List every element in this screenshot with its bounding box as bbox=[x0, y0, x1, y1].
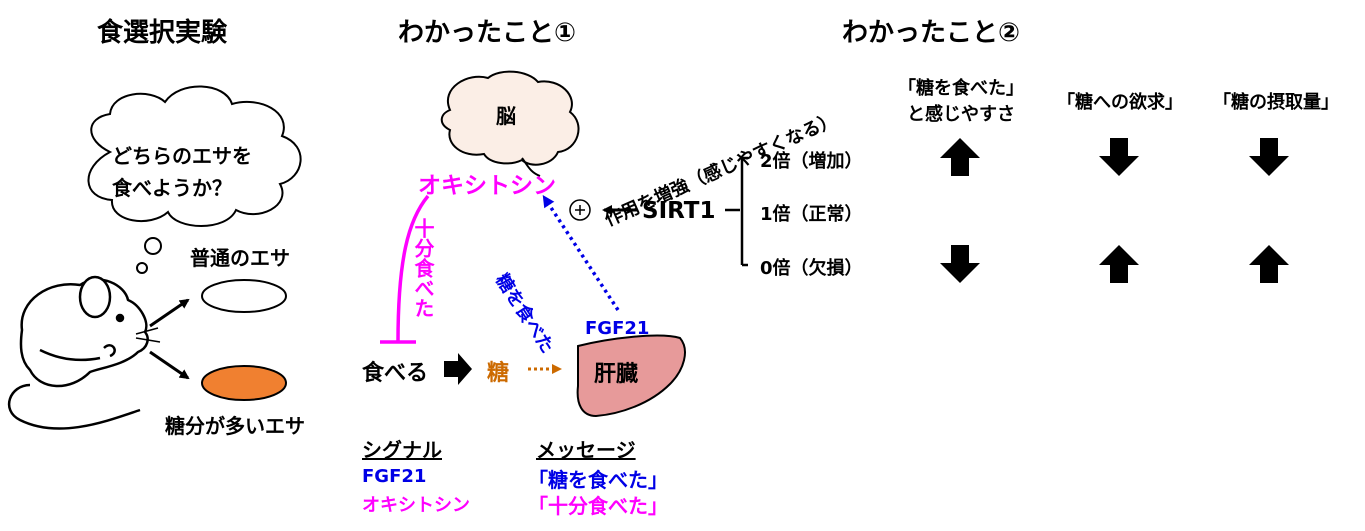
message-header: メッセージ bbox=[536, 438, 636, 462]
r1-c3-down-arrow bbox=[1249, 138, 1289, 176]
r3-c1-down-arrow bbox=[940, 245, 980, 283]
r1-c1-up-arrow bbox=[940, 138, 980, 176]
eat-to-sugar-arrow bbox=[444, 353, 472, 385]
bubble-text-line2: 食べようか？ bbox=[112, 176, 232, 200]
normal-food-label: 普通のエサ bbox=[190, 246, 290, 270]
mouse-to-sugar-arrow bbox=[149, 350, 190, 380]
level-0x-label: 0倍（欠損） bbox=[760, 258, 863, 279]
full-eaten-label: 十分食べた bbox=[411, 218, 435, 318]
col3-header: 「糖の摂取量」 bbox=[1213, 92, 1339, 113]
r3-c3-up-arrow bbox=[1249, 245, 1289, 283]
message-full: 「十分食べた」 bbox=[528, 494, 668, 518]
col1-header-line1: 「糖を食べた」 bbox=[898, 78, 1024, 99]
sugar-food-plate bbox=[201, 365, 287, 401]
sirt1-label: SIRT1 bbox=[642, 198, 716, 224]
right-title: わかったこと② bbox=[842, 18, 1021, 48]
col2-header: 「糖への欲求」 bbox=[1057, 92, 1183, 113]
signal-oxytocin: オキシトシン bbox=[362, 495, 470, 516]
fgf21-label: FGF21 bbox=[585, 318, 650, 339]
r1-c2-down-arrow bbox=[1099, 138, 1139, 176]
level-1x-label: 1倍（正常） bbox=[760, 204, 863, 225]
thought-bubble bbox=[87, 85, 302, 274]
r3-c2-up-arrow bbox=[1099, 245, 1139, 283]
liver-icon bbox=[576, 334, 686, 418]
middle-title: わかったこと① bbox=[398, 18, 577, 48]
level-2x-label: 2倍（増加） bbox=[760, 151, 863, 172]
left-title: 食選択実験 bbox=[97, 18, 228, 48]
level-bracket bbox=[725, 156, 748, 267]
bubble-text-line1: どちらのエサを bbox=[112, 144, 252, 168]
mouse-to-normal-arrow bbox=[149, 298, 190, 328]
brain-icon bbox=[440, 70, 580, 166]
oxytocin-inhibition-line bbox=[396, 194, 430, 343]
liver-label: 肝臓 bbox=[594, 362, 639, 387]
eat-label: 食べる bbox=[362, 361, 429, 386]
normal-food-plate bbox=[201, 279, 287, 313]
signal-fgf21: FGF21 bbox=[362, 466, 427, 487]
col1-header-line2: と感じやすさ bbox=[907, 104, 1015, 125]
brain-label: 脳 bbox=[496, 104, 516, 128]
signal-header: シグナル bbox=[362, 438, 442, 462]
mouse-icon bbox=[8, 275, 161, 430]
sugar-food-label: 糖分が多いエサ bbox=[165, 414, 305, 438]
message-ate-sugar: 「糖を食べた」 bbox=[528, 468, 668, 492]
fgf21-signal-arrow bbox=[542, 194, 620, 311]
oxytocin-label: オキシトシン bbox=[418, 173, 556, 199]
sugar-label: 糖 bbox=[487, 361, 510, 386]
